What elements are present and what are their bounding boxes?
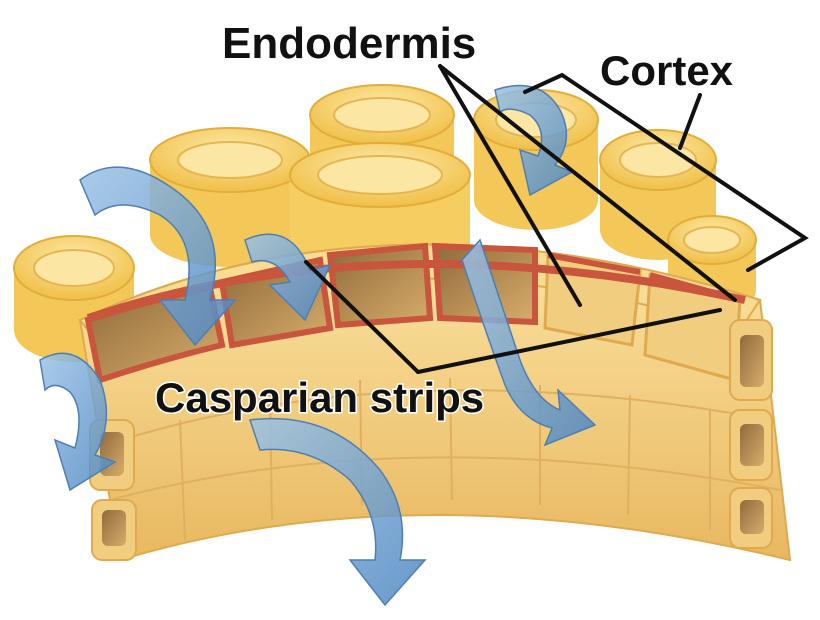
right-stack-cells [730, 320, 772, 548]
endodermis-cell [330, 246, 430, 325]
label-endodermis: Endodermis [222, 19, 476, 68]
label-casparian-strips: Casparian strips [155, 374, 484, 421]
label-cortex: Cortex [600, 47, 734, 94]
